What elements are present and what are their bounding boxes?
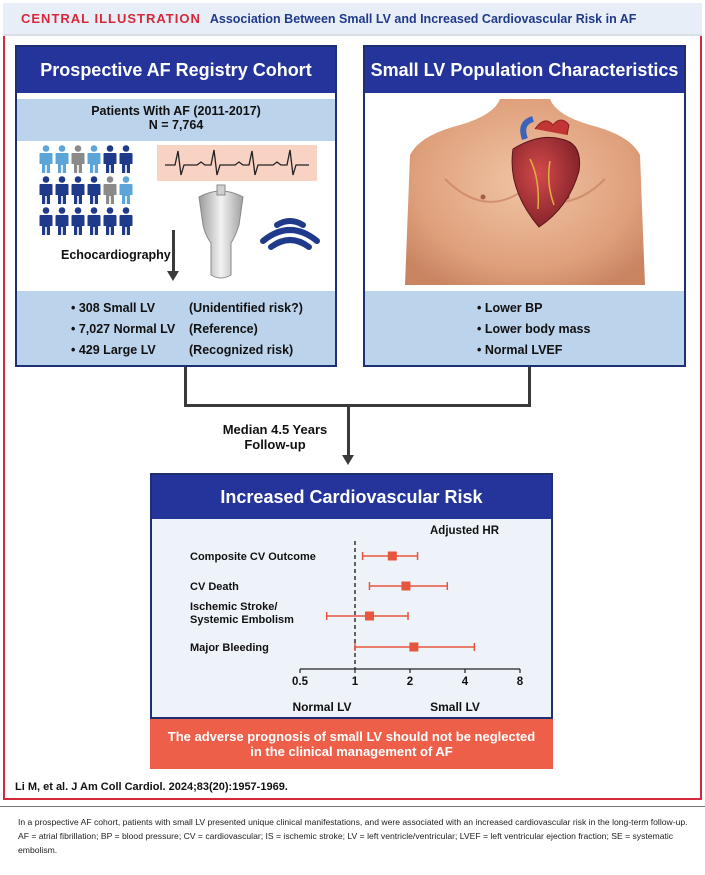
outcome-label: Composite CV Outcome bbox=[190, 551, 316, 563]
outcome-label: CV Death bbox=[190, 581, 239, 593]
cohort-panel-title: Prospective AF Registry Cohort bbox=[17, 47, 335, 93]
header-banner: CENTRAL ILLUSTRATION Association Between… bbox=[3, 3, 702, 36]
followup-label: Median 4.5 Years Follow-up bbox=[210, 422, 340, 452]
lv-group-large-count: • 429 Large LV bbox=[71, 342, 156, 357]
forest-plot: Adjusted HR Composite CV Outcome CV DeathI… bbox=[190, 525, 524, 714]
lv-group-normal-note: (Reference) bbox=[189, 321, 258, 336]
hr-header: Adjusted HR bbox=[430, 525, 500, 537]
connector-horizontal bbox=[184, 404, 531, 407]
echo-label: Echocardiography bbox=[61, 248, 171, 262]
patient-icons bbox=[39, 145, 159, 240]
cohort-size: N = 7,764 bbox=[148, 118, 204, 132]
lv-group-large-note: (Recognized risk) bbox=[189, 342, 294, 357]
cohort-panel: Prospective AF Registry Cohort Patients … bbox=[15, 45, 337, 367]
ecg-strip-icon bbox=[157, 145, 317, 181]
lv-group-small: • 308 Small LV (Unidentified risk?) bbox=[71, 297, 335, 318]
outcome-label: Systemic Embolism bbox=[190, 614, 294, 626]
connector-right bbox=[528, 367, 531, 406]
lv-group-small-count: • 308 Small LV bbox=[71, 300, 156, 315]
x-tick-label: 8 bbox=[517, 676, 524, 688]
cohort-info: Patients With AF (2011-2017) N = 7,764 bbox=[17, 99, 335, 141]
lv-group-normal-count: • 7,027 Normal LV bbox=[71, 321, 176, 336]
echo-arrow-head bbox=[167, 271, 179, 281]
outcome-label: Ischemic Stroke/ bbox=[190, 601, 277, 613]
torso-heart-illustration bbox=[405, 99, 645, 290]
central-illustration-tag: CENTRAL ILLUSTRATION bbox=[21, 11, 201, 26]
citation: Li M, et al. J Am Coll Cardiol. 2024;83(… bbox=[15, 781, 288, 793]
hr-point bbox=[364, 611, 374, 621]
risk-panel-title: Increased Cardiovascular Risk bbox=[152, 475, 551, 519]
risk-panel: Increased Cardiovascular Risk Adjusted H… bbox=[150, 473, 553, 719]
hr-point bbox=[401, 581, 411, 591]
normal-lv-label: Normal LV bbox=[292, 700, 351, 714]
followup-line-2: Follow-up bbox=[244, 437, 306, 452]
x-tick-label: 4 bbox=[462, 676, 469, 688]
hr-point bbox=[409, 642, 419, 652]
outcome-label: Major Bleeding bbox=[190, 642, 269, 654]
trait-item: • Lower BP bbox=[477, 300, 543, 315]
small-lv-label: Small LV bbox=[430, 700, 480, 714]
figure-title: Association Between Small LV and Increas… bbox=[209, 11, 637, 26]
conclusion-line-1: The adverse prognosis of small LV should… bbox=[167, 729, 536, 744]
conclusion-line-2: in the clinical management of AF bbox=[250, 744, 453, 759]
conclusion-box: The adverse prognosis of small LV should… bbox=[150, 719, 553, 769]
cohort-label: Patients With AF (2011-2017) bbox=[91, 104, 261, 118]
ultrasound-probe-icon bbox=[191, 183, 251, 288]
x-tick-label: 0.5 bbox=[292, 676, 309, 688]
lv-group-list: • 308 Small LV (Unidentified risk?) • 7,… bbox=[17, 291, 335, 365]
lv-group-small-note: (Unidentified risk?) bbox=[189, 300, 303, 315]
trait-item: • Normal LVEF bbox=[477, 342, 563, 357]
connector-down bbox=[347, 404, 350, 456]
connector-left bbox=[184, 367, 187, 406]
x-tick-label: 2 bbox=[407, 676, 413, 688]
figure-caption: In a prospective AF cohort, patients wit… bbox=[18, 817, 688, 855]
connector-arrow-head bbox=[342, 455, 354, 465]
signal-wave-icon bbox=[255, 207, 325, 256]
followup-line-1: Median 4.5 Years bbox=[222, 422, 328, 437]
figure-frame bbox=[3, 36, 702, 800]
caption-rule bbox=[0, 806, 705, 807]
characteristics-panel-title: Small LV Population Characteristics bbox=[365, 47, 684, 93]
traits-list: • Lower BP • Lower body mass • Normal LV… bbox=[365, 291, 684, 365]
characteristics-panel: Small LV Population Characteristics • Lo… bbox=[363, 45, 686, 367]
trait-item: • Lower body mass bbox=[477, 321, 591, 336]
lv-group-large: • 429 Large LV (Recognized risk) bbox=[71, 339, 335, 360]
lv-group-normal: • 7,027 Normal LV (Reference) bbox=[71, 318, 335, 339]
echo-arrow-shaft bbox=[172, 230, 175, 274]
x-tick-label: 1 bbox=[352, 676, 359, 688]
hr-point bbox=[387, 551, 397, 561]
